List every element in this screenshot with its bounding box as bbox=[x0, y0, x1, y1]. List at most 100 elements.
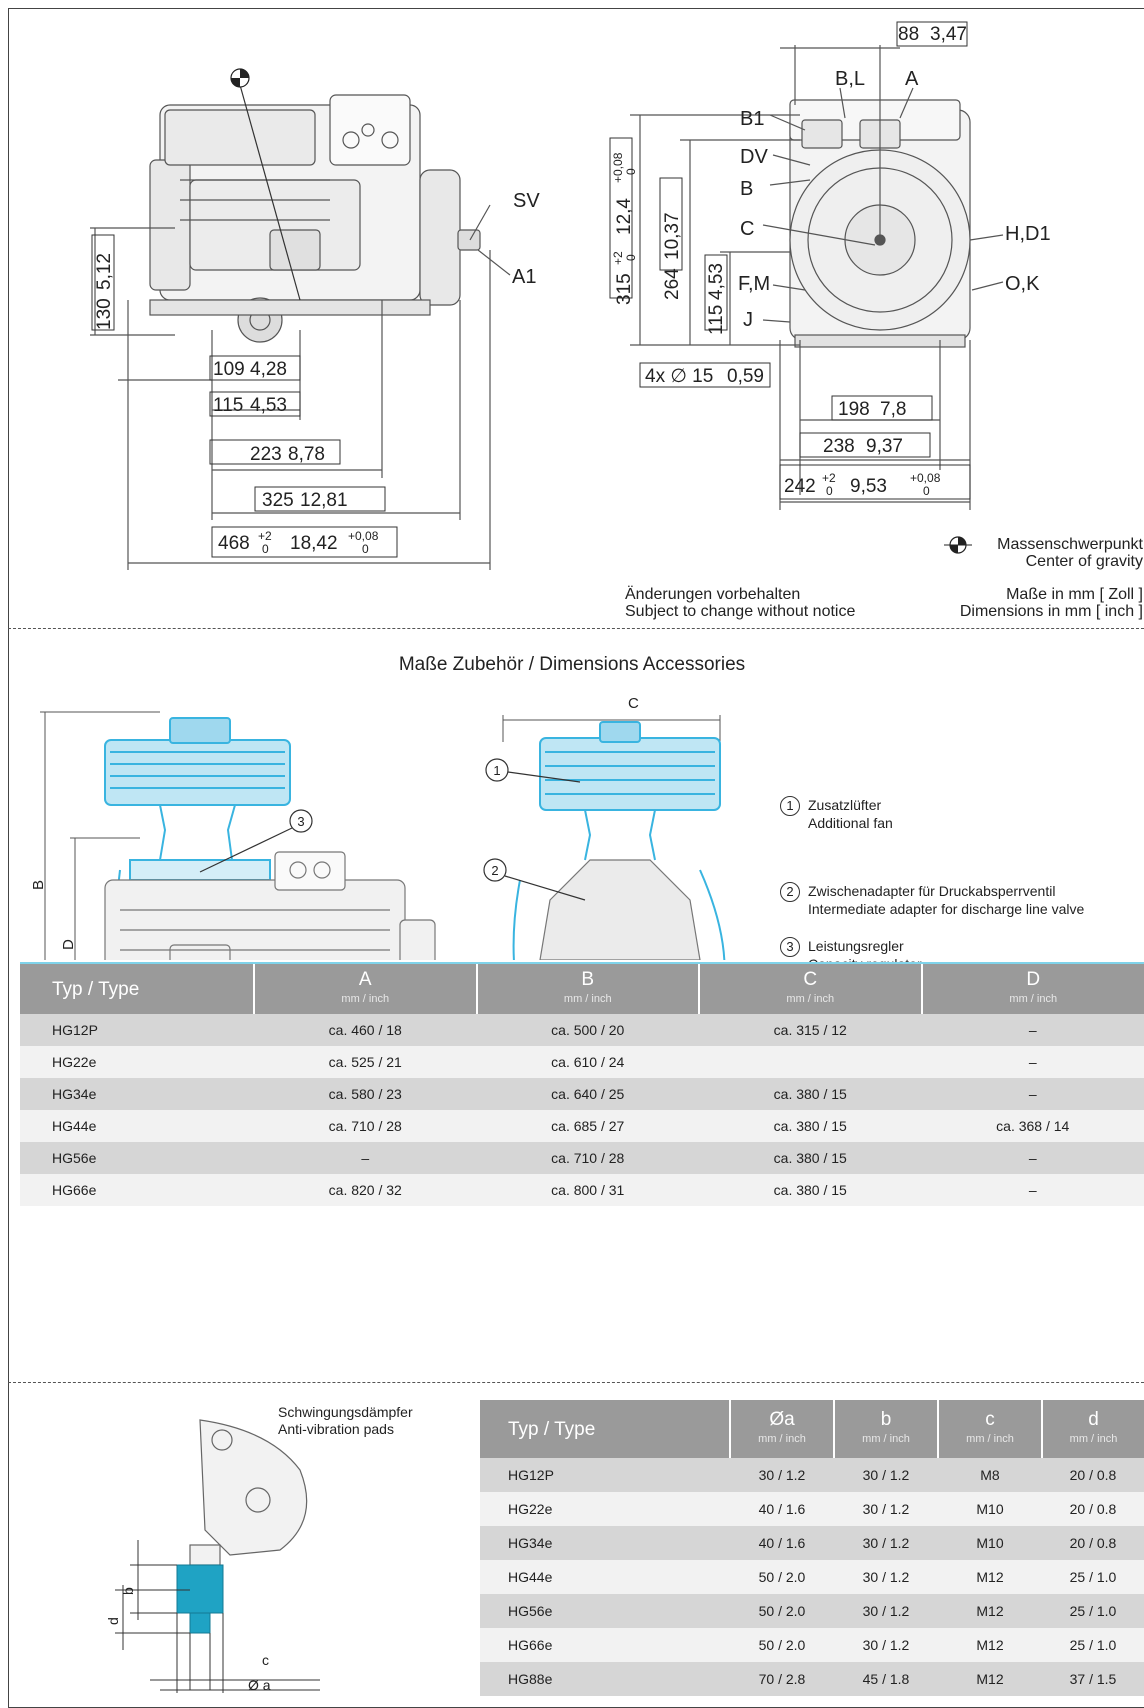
label-b: B bbox=[740, 178, 753, 200]
t1-cell bbox=[699, 1046, 922, 1078]
t2-cell: HG12P bbox=[480, 1458, 730, 1492]
dim-223: 223 bbox=[250, 444, 282, 465]
legend-de-2: Zwischenadapter für Druckabsperrventil bbox=[808, 883, 1055, 899]
change-note-en: Subject to change without notice bbox=[625, 603, 855, 620]
t2-cell: 40 / 1.6 bbox=[730, 1526, 834, 1560]
t1-unit-a: mm / inch bbox=[341, 993, 389, 1005]
t1-cell: ca. 800 / 31 bbox=[477, 1174, 700, 1206]
t1-cell: ca. 368 / 14 bbox=[922, 1110, 1144, 1142]
t2-cell: 25 / 1.0 bbox=[1042, 1594, 1144, 1628]
tol-242-zero: 0 bbox=[826, 484, 833, 498]
t2-cell: M12 bbox=[938, 1594, 1042, 1628]
tol-242-plus: +2 bbox=[822, 471, 836, 485]
dim-88-inch: 3,47 bbox=[930, 24, 967, 45]
t2-cell: 25 / 1.0 bbox=[1042, 1560, 1144, 1594]
accessories-title: Maße Zubehör / Dimensions Accessories bbox=[0, 654, 1144, 676]
t2-cell: 50 / 2.0 bbox=[730, 1560, 834, 1594]
t1-cell: – bbox=[922, 1142, 1144, 1174]
t1-cell: ca. 460 / 18 bbox=[254, 1014, 477, 1046]
dim-130-inch: 5,12 bbox=[94, 253, 115, 290]
t2-cell: M12 bbox=[938, 1560, 1042, 1594]
t1-unit-b: mm / inch bbox=[564, 993, 612, 1005]
t1-cell: HG12P bbox=[20, 1014, 254, 1046]
t1-header-c: C bbox=[803, 969, 817, 990]
t1-unit-c: mm / inch bbox=[786, 993, 834, 1005]
t2-cell: 30 / 1.2 bbox=[834, 1526, 938, 1560]
legend-en-1: Additional fan bbox=[808, 815, 893, 831]
dim-242-inch: 9,53 bbox=[850, 476, 887, 497]
t1-cell: ca. 380 / 15 bbox=[699, 1078, 922, 1110]
units-note-en: Dimensions in mm [ inch ] bbox=[925, 603, 1143, 620]
dim-242: 242 bbox=[784, 476, 816, 497]
t1-cell: – bbox=[922, 1014, 1144, 1046]
t2-cell: 37 / 1.5 bbox=[1042, 1662, 1144, 1696]
label-a: A bbox=[905, 68, 919, 90]
cog-note-de: Massenschwerpunkt bbox=[973, 536, 1143, 553]
t2-cell: 30 / 1.2 bbox=[834, 1458, 938, 1492]
t2-cell: 30 / 1.2 bbox=[834, 1628, 938, 1662]
dim-198: 198 bbox=[838, 399, 870, 420]
dim-468-inch: 18,42 bbox=[290, 533, 338, 554]
t1-cell: HG56e bbox=[20, 1142, 254, 1174]
legend-num-2: 2 bbox=[780, 882, 800, 902]
t1-cell: HG34e bbox=[20, 1078, 254, 1110]
t1-cell: ca. 380 / 15 bbox=[699, 1142, 922, 1174]
t2-cell: 20 / 0.8 bbox=[1042, 1526, 1144, 1560]
t1-cell: HG44e bbox=[20, 1110, 254, 1142]
label-fm: F,M bbox=[738, 273, 770, 295]
t1-header-d: D bbox=[1026, 969, 1040, 990]
t2-unit-b: mm / inch bbox=[862, 1433, 910, 1445]
t2-unit-a: mm / inch bbox=[758, 1433, 806, 1445]
center-of-gravity-icon bbox=[231, 69, 249, 87]
t1-cell: – bbox=[922, 1078, 1144, 1110]
t1-cell: – bbox=[922, 1174, 1144, 1206]
cog-note-en: Center of gravity bbox=[973, 553, 1143, 570]
pads-title-de: Schwingungsdämpfer bbox=[278, 1404, 413, 1421]
t1-cell: ca. 500 / 20 bbox=[477, 1014, 700, 1046]
t2-header-type: Typ / Type bbox=[480, 1400, 730, 1458]
dim-130: 130 bbox=[94, 298, 115, 330]
t2-cell: 25 / 1.0 bbox=[1042, 1628, 1144, 1662]
t1-header-b: B bbox=[581, 969, 594, 990]
label-b1: B1 bbox=[740, 108, 764, 130]
label-ok: O,K bbox=[1005, 273, 1040, 295]
t1-cell: ca. 640 / 25 bbox=[477, 1078, 700, 1110]
t2-cell: M10 bbox=[938, 1526, 1042, 1560]
dim-315-inch: 12,4 bbox=[614, 198, 635, 235]
tol-315-plus: +2 bbox=[611, 251, 625, 265]
t2-cell: HG88e bbox=[480, 1662, 730, 1696]
tol-468-zero: 0 bbox=[262, 542, 269, 556]
dim-315: 315 bbox=[614, 273, 635, 305]
dim-325: 325 bbox=[262, 490, 294, 511]
legend-num-1: 1 bbox=[780, 796, 800, 816]
t2-header-b: b bbox=[881, 1409, 892, 1430]
change-note-de: Änderungen vorbehalten bbox=[625, 586, 855, 603]
t2-cell: 50 / 2.0 bbox=[730, 1594, 834, 1628]
t1-cell: ca. 685 / 27 bbox=[477, 1110, 700, 1142]
tol-468i-zero: 0 bbox=[362, 542, 369, 556]
legend-num-3: 3 bbox=[780, 937, 800, 957]
tol-468i-plus: +0,08 bbox=[348, 529, 379, 543]
tol-242i-plus: +0,08 bbox=[910, 471, 941, 485]
dim-115: 115 bbox=[213, 395, 243, 416]
label-hd1: H,D1 bbox=[1005, 223, 1051, 245]
dim-468: 468 bbox=[218, 533, 250, 554]
t1-cell: – bbox=[254, 1142, 477, 1174]
t1-cell: ca. 710 / 28 bbox=[254, 1110, 477, 1142]
center-of-gravity-legend-icon bbox=[944, 537, 972, 553]
t1-cell: HG22e bbox=[20, 1046, 254, 1078]
t1-cell: ca. 525 / 21 bbox=[254, 1046, 477, 1078]
label-sv: SV bbox=[513, 190, 540, 212]
t1-cell: ca. 580 / 23 bbox=[254, 1078, 477, 1110]
t2-cell: 45 / 1.8 bbox=[834, 1662, 938, 1696]
tol-315i-zero: 0 bbox=[624, 168, 638, 175]
legend-de-1: Zusatzlüfter bbox=[808, 797, 881, 813]
dim-115-inch: 4,53 bbox=[250, 395, 287, 416]
section-divider bbox=[8, 628, 1144, 629]
